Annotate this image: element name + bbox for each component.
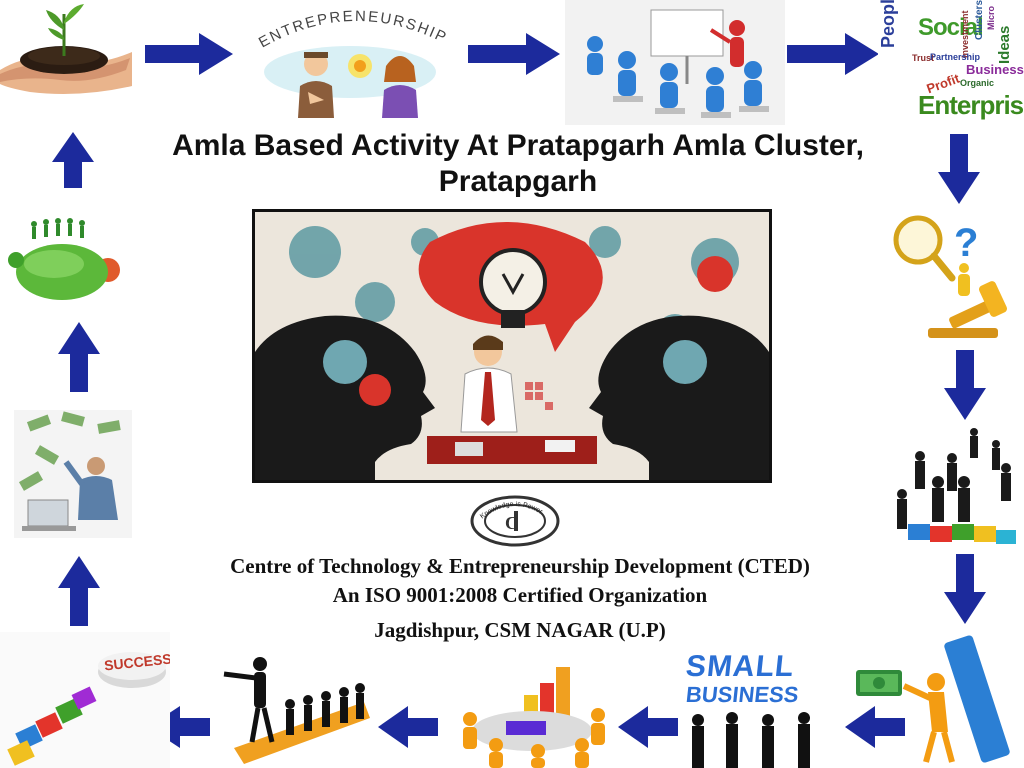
arrow-right-1	[145, 33, 233, 75]
cloud-word-social: Social	[918, 14, 984, 41]
team-meeting-chart-image	[448, 655, 616, 768]
cloud-word-micro: Micro	[986, 5, 996, 30]
slide-title-line-2: Pratapgarh	[438, 165, 598, 198]
entrepreneurship-cartoon-image: ENTREPRENEURSHIP	[250, 0, 455, 122]
small-word: SMALL	[684, 650, 797, 683]
arrow-up-2	[58, 322, 100, 392]
arrow-left-3	[378, 706, 438, 748]
cted-logo: Knowledge is Power C	[470, 495, 560, 547]
cloud-word-business: Business	[966, 62, 1024, 77]
leader-team-image	[214, 652, 374, 768]
small-business-image: SMALL BUSINESS	[676, 648, 836, 768]
seedling-in-hands-image	[0, 0, 134, 100]
cloud-word-clusters: Clusters	[974, 0, 985, 40]
magnifier-question-gavel-image: ?	[888, 212, 1024, 342]
enterprise-word-cloud: People Social Investment Clusters Micro …	[878, 0, 1024, 128]
cloud-word-organic: Organic	[960, 78, 995, 88]
business-people-puzzle-image	[888, 420, 1024, 550]
slide-title-line-1: Amla Based Activity At Pratapgarh Amla C…	[172, 129, 864, 162]
org-name: Centre of Technology & Entrepreneurship …	[230, 554, 810, 578]
arrow-right-2	[468, 33, 560, 75]
cloud-word-investment: Investment	[960, 10, 970, 58]
arrow-down-1	[938, 134, 980, 204]
cloud-word-people: People	[878, 0, 898, 48]
loan-money-image: LOAN	[852, 622, 1024, 768]
cloud-word-enterprise: Enterprise	[918, 90, 1024, 120]
cloud-word-trust: Trust	[912, 53, 935, 63]
arrow-left-2	[618, 706, 678, 748]
money-laptop-image	[14, 410, 132, 538]
arrow-up-3	[52, 132, 94, 188]
arrow-up-1	[58, 556, 100, 626]
org-location: Jagdishpur, CSM NAGAR (U.P)	[374, 618, 666, 642]
org-certification: An ISO 9001:2008 Certified Organization	[332, 583, 708, 607]
central-idea-image	[252, 209, 772, 483]
success-puzzle-image: SUCCESS	[0, 632, 170, 768]
business-word: BUSINESS	[684, 682, 800, 707]
arrow-down-2	[944, 350, 986, 420]
presentation-meeting-image	[565, 0, 785, 125]
arrow-right-3	[787, 33, 879, 75]
svg-text:?: ?	[954, 221, 978, 265]
cloud-word-ideas: Ideas	[996, 25, 1013, 64]
arrow-left-1	[845, 706, 905, 748]
slide-title: Amla Based Activity At Pratapgarh Amla C…	[110, 128, 926, 200]
arrow-down-3	[944, 554, 986, 624]
green-globe-people-image	[4, 216, 122, 306]
entrepreneurship-word: ENTREPRENEURSHIP	[256, 8, 450, 52]
cloud-word-partnership: Partnership	[930, 52, 981, 62]
arrow-left-4	[148, 706, 210, 748]
